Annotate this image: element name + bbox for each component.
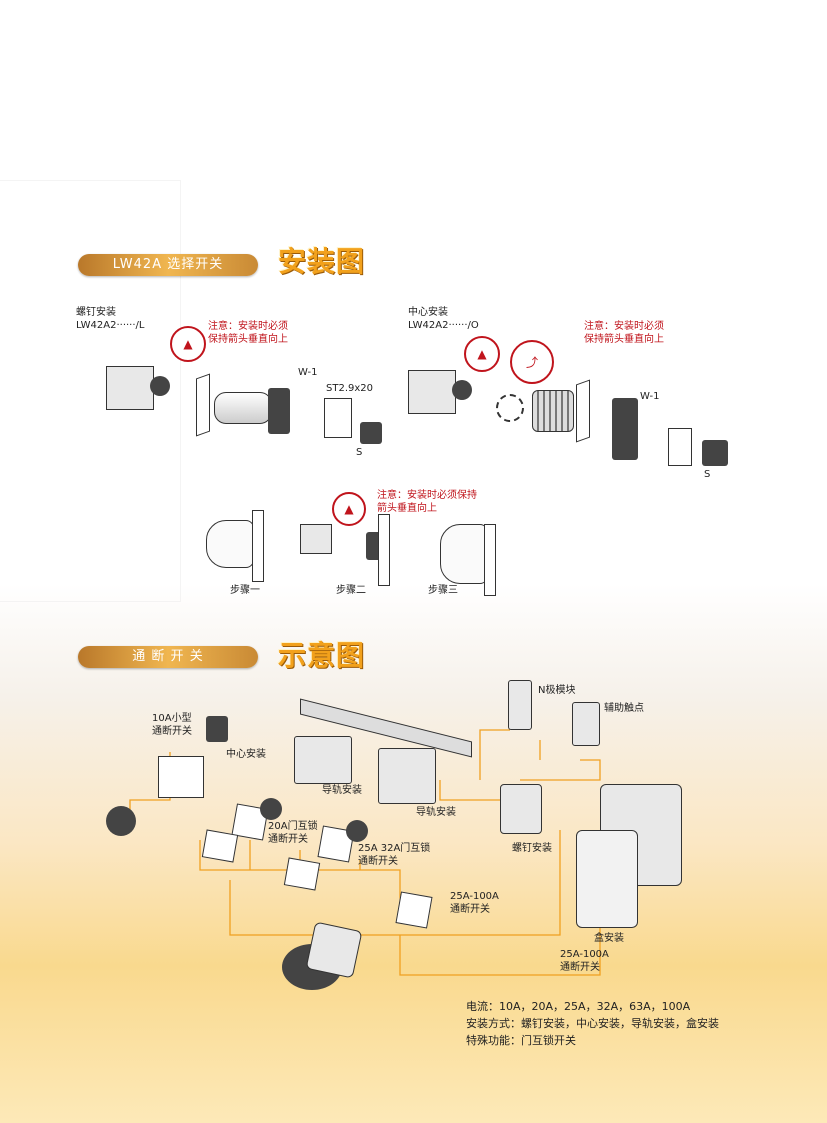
step2-label: 步骤二: [336, 585, 366, 596]
part-label-s: S: [704, 469, 711, 480]
part-label-w1: W-1: [298, 367, 318, 378]
center-nut-illustration: [532, 390, 574, 432]
part-label-w1: W-1: [640, 391, 660, 402]
gear-adapter-illustration: [496, 394, 524, 422]
step3-panel-illustration: [484, 524, 496, 596]
n-pole-module-illustration: [508, 680, 532, 730]
rail-mount-switch-illustration: [294, 736, 352, 784]
label-25-100a-line2: 通断开关: [450, 904, 490, 915]
center-install-note-line2: 保持箭头垂直向上: [584, 334, 664, 345]
spec-current: 电流：10A，20A，25A，32A，63A，100A: [466, 1000, 691, 1013]
screw-install-label: 螺钉安装: [76, 307, 116, 318]
section-pill-isolator: 通 断 开 关: [78, 646, 258, 668]
section-title-install: 安装图: [278, 245, 366, 278]
label-door-20a-line1: 20A门互锁: [268, 821, 318, 832]
bracket-w1-illustration: [268, 388, 290, 434]
part-label-s: S: [356, 447, 363, 458]
label-rail-mount-2: 导轨安装: [416, 807, 456, 818]
rail-mount-switch-illustration: [378, 748, 436, 804]
bracket-w1-illustration: [612, 398, 638, 460]
door-interlock-handle-illustration: [346, 820, 368, 842]
label-small-10a-line2: 通断开关: [152, 726, 192, 737]
screw-mount-switch-illustration: [500, 784, 542, 834]
label-aux-contact: 辅助触点: [604, 703, 644, 714]
rotary-handle-illustration: [106, 806, 136, 836]
label-box-25-100a-line1: 25A-100A: [560, 949, 609, 960]
hand-illustration: [440, 524, 488, 584]
switch-knob-illustration: [150, 376, 170, 396]
handle-s-illustration: [702, 440, 728, 466]
label-door-25a-line2: 通断开关: [358, 856, 398, 867]
enclosure-lid-illustration: [576, 830, 638, 928]
panel-plate-illustration: [158, 756, 204, 798]
spec-special: 特殊功能：门互锁开关: [466, 1034, 576, 1047]
hand-illustration: [206, 520, 254, 568]
large-switch-plate-illustration: [305, 921, 363, 979]
switch-body-illustration: [106, 366, 154, 410]
center-install-note-line1: 注意：安装时必须: [584, 321, 664, 332]
arrow-up-icon: ▲: [332, 492, 366, 526]
label-box-25-100a-line2: 通断开关: [560, 962, 600, 973]
label-rail-mount-1: 导轨安装: [322, 785, 362, 796]
arrow-up-icon: ▲: [464, 336, 500, 372]
step1-panel-illustration: [252, 510, 264, 582]
escutcheon-plate-illustration: [324, 398, 352, 438]
mounting-plate-illustration: [395, 891, 433, 929]
step3-label: 步骤三: [428, 585, 458, 596]
escutcheon-plate-illustration: [668, 428, 692, 466]
center-install-model: LW42A2······/O: [408, 320, 479, 331]
label-door-25a-line1: 25A 32A门互锁: [358, 843, 431, 854]
mounting-plate-illustration: [283, 857, 321, 891]
step1-label: 步骤一: [230, 585, 260, 596]
switch-body-illustration: [408, 370, 456, 414]
step2-panel-illustration: [378, 514, 390, 586]
door-interlock-handle-illustration: [260, 798, 282, 820]
small-switch-illustration: [206, 716, 228, 742]
switch-knob-illustration: [452, 380, 472, 400]
section-title-schematic: 示意图: [278, 639, 366, 672]
screw-install-note-line2: 保持箭头垂直向上: [208, 334, 288, 345]
center-install-label: 中心安装: [408, 307, 448, 318]
switch-body-illustration: [300, 524, 332, 554]
screw-install-note-line1: 注意：安装时必须: [208, 321, 288, 332]
steps-note-line1: 注意：安装时必须保持: [377, 490, 477, 501]
handle-s-illustration: [360, 422, 382, 444]
screw-install-model: LW42A2······/L: [76, 320, 145, 331]
mounting-plate-illustration: [201, 829, 239, 863]
steps-note-line2: 箭头垂直向上: [377, 503, 437, 514]
background-decoration: [0, 180, 181, 602]
arrow-up-icon: ▲: [170, 326, 206, 362]
part-label-st: ST2.9x20: [326, 383, 374, 394]
spec-mounting: 安装方式：螺钉安装，中心安装，导轨安装，盒安装: [466, 1017, 719, 1030]
label-screw-mount: 螺钉安装: [512, 843, 552, 854]
label-center-mount: 中心安装: [226, 749, 266, 760]
auxiliary-contact-illustration: [572, 702, 600, 746]
label-n-module: N极模块: [538, 685, 576, 696]
section-pill-lw42a: LW42A 选择开关: [78, 254, 258, 276]
label-box-mount: 盒安装: [594, 933, 624, 944]
label-25-100a-line1: 25A-100A: [450, 891, 499, 902]
label-small-10a-line1: 10A小型: [152, 713, 192, 724]
label-door-20a-line2: 通断开关: [268, 834, 308, 845]
rotation-arrow-icon: ⤴: [510, 340, 554, 384]
